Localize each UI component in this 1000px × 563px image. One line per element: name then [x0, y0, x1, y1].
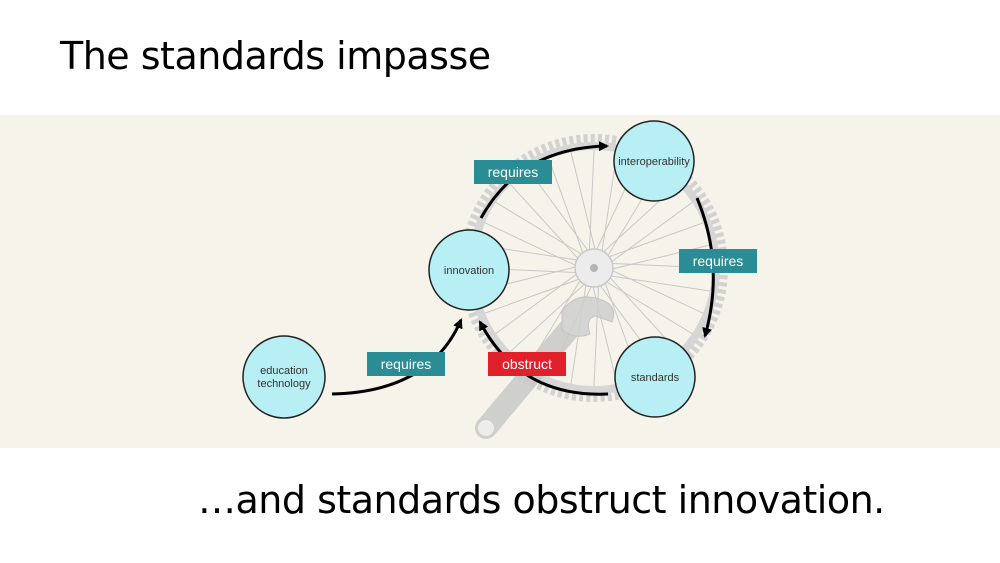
wheel-spoke	[588, 149, 595, 255]
wheel-spoke	[604, 222, 704, 260]
slide-caption: …and standards obstruct innovation.	[198, 478, 885, 522]
wheel-spoke	[510, 280, 589, 352]
svg-text:interoperability: interoperability	[618, 156, 690, 168]
wheel-spoke	[548, 158, 586, 258]
node-standards: standards	[614, 336, 696, 418]
wheel-spoke	[605, 274, 710, 292]
edge-label-requires-top: requires	[474, 160, 552, 184]
slide-title: The standards impasse	[60, 34, 491, 78]
wheel-spoke	[510, 184, 582, 263]
node-interoperability: interoperability	[613, 120, 695, 202]
wheel-spoke	[570, 152, 597, 255]
svg-text:obstruct: obstruct	[502, 356, 552, 372]
svg-text:requires: requires	[381, 356, 432, 372]
wheel-spoke	[591, 281, 618, 384]
wheel-spoke	[602, 278, 693, 334]
wheel-spoke	[607, 202, 693, 266]
svg-text:education: education	[260, 365, 308, 377]
wheel-spoke	[593, 281, 600, 387]
node-education-technology: education technology	[242, 335, 326, 419]
wheel-spoke	[484, 276, 584, 314]
edge-label-requires-left: requires	[367, 352, 445, 376]
edge-standards-innovation	[478, 320, 609, 396]
edge-label-obstruct: obstruct	[488, 352, 566, 376]
svg-text:requires: requires	[693, 253, 744, 269]
wheel-spoke	[495, 202, 586, 258]
edge-label-requires-right: requires	[679, 249, 757, 273]
svg-text:standards: standards	[631, 372, 680, 384]
wheel-spoke	[495, 270, 581, 334]
svg-text:technology: technology	[257, 378, 311, 390]
node-innovation: innovation	[428, 229, 510, 311]
svg-text:requires: requires	[488, 164, 539, 180]
svg-text:innovation: innovation	[444, 265, 494, 277]
wheel-spoke	[607, 268, 704, 314]
wheel-spoke	[484, 222, 581, 268]
